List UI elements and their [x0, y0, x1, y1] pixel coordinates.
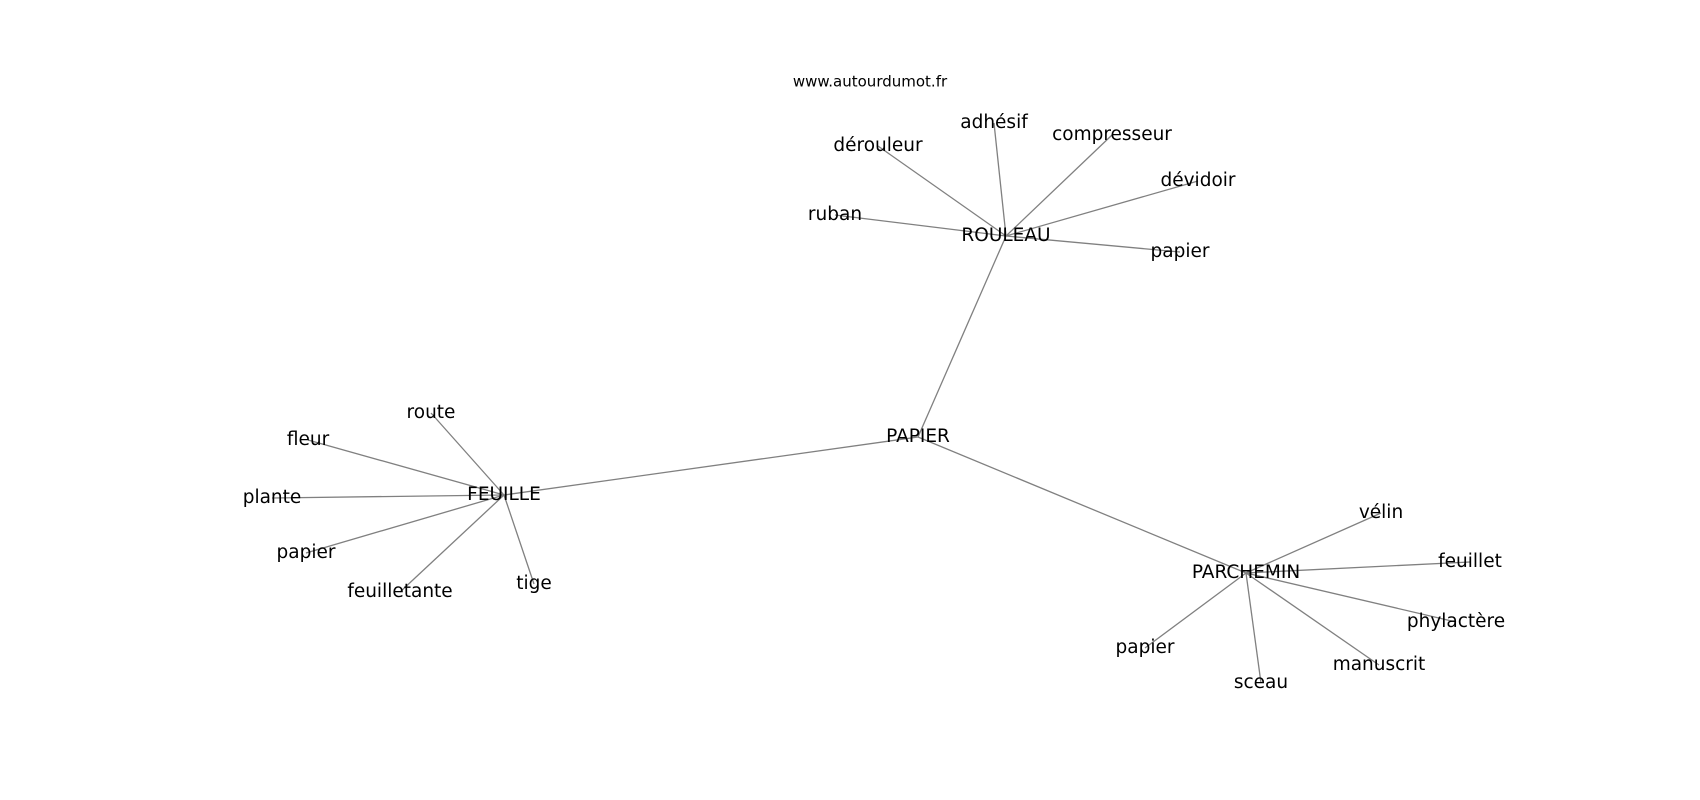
watermark-text: www.autourdumot.fr [793, 73, 948, 91]
node-papier-feuille: papier [277, 542, 336, 563]
edge-parchemin-phylactere [1245, 572, 1457, 623]
edge-feuille-plante [271, 494, 505, 499]
edge-papier_center-parchemin [917, 436, 1247, 574]
node-rouleau: ROULEAU [961, 225, 1050, 246]
edge-papier_center-feuille [503, 436, 919, 496]
edge-rouleau-compresseur [1005, 134, 1113, 237]
graph-edges [271, 122, 1471, 684]
edge-feuille-route [430, 412, 505, 496]
node-parchemin: PARCHEMIN [1192, 562, 1300, 583]
node-velin: vélin [1359, 502, 1403, 523]
node-feuilletante: feuilletante [347, 581, 452, 602]
node-feuillet: feuillet [1438, 551, 1502, 572]
node-derouleur: dérouleur [833, 135, 923, 156]
node-fleur: fleur [287, 429, 330, 450]
node-devidoir: dévidoir [1160, 170, 1235, 191]
node-papier-parchemin: papier [1116, 637, 1175, 658]
edge-rouleau-ruban [834, 214, 1007, 237]
graph-node-labels: PAPIER ROULEAU FEUILLE PARCHEMIN déroule… [243, 112, 1505, 693]
edge-rouleau-derouleur [877, 145, 1007, 237]
edge-rouleau-adhesif [993, 122, 1007, 237]
node-sceau: sceau [1234, 672, 1288, 693]
edge-feuille-fleur [307, 439, 505, 496]
node-tige: tige [516, 573, 552, 594]
edge-parchemin-manuscrit [1245, 572, 1380, 666]
node-route: route [407, 402, 456, 423]
edge-parchemin-velin [1245, 512, 1382, 574]
node-adhesif: adhésif [960, 112, 1028, 133]
node-ruban: ruban [808, 204, 862, 225]
node-feuille: FEUILLE [467, 484, 541, 505]
edge-feuille-feuilletante [399, 494, 505, 593]
edge-rouleau-papier_rouleau [1005, 235, 1181, 253]
node-plante: plante [243, 487, 302, 508]
edge-rouleau-devidoir [1005, 180, 1199, 237]
node-papier-center: PAPIER [886, 426, 950, 447]
edge-papier_center-rouleau [917, 235, 1007, 438]
edge-feuille-papier_feuille [305, 494, 505, 554]
edge-parchemin-feuillet [1245, 561, 1471, 574]
edge-parchemin-papier_parchemin [1144, 572, 1247, 649]
edge-parchemin-sceau [1245, 572, 1262, 684]
node-phylactere: phylactère [1407, 611, 1505, 632]
node-papier-rouleau: papier [1151, 241, 1210, 262]
node-manuscrit: manuscrit [1333, 654, 1426, 675]
edge-feuille-tige [503, 494, 535, 585]
node-compresseur: compresseur [1052, 124, 1172, 145]
